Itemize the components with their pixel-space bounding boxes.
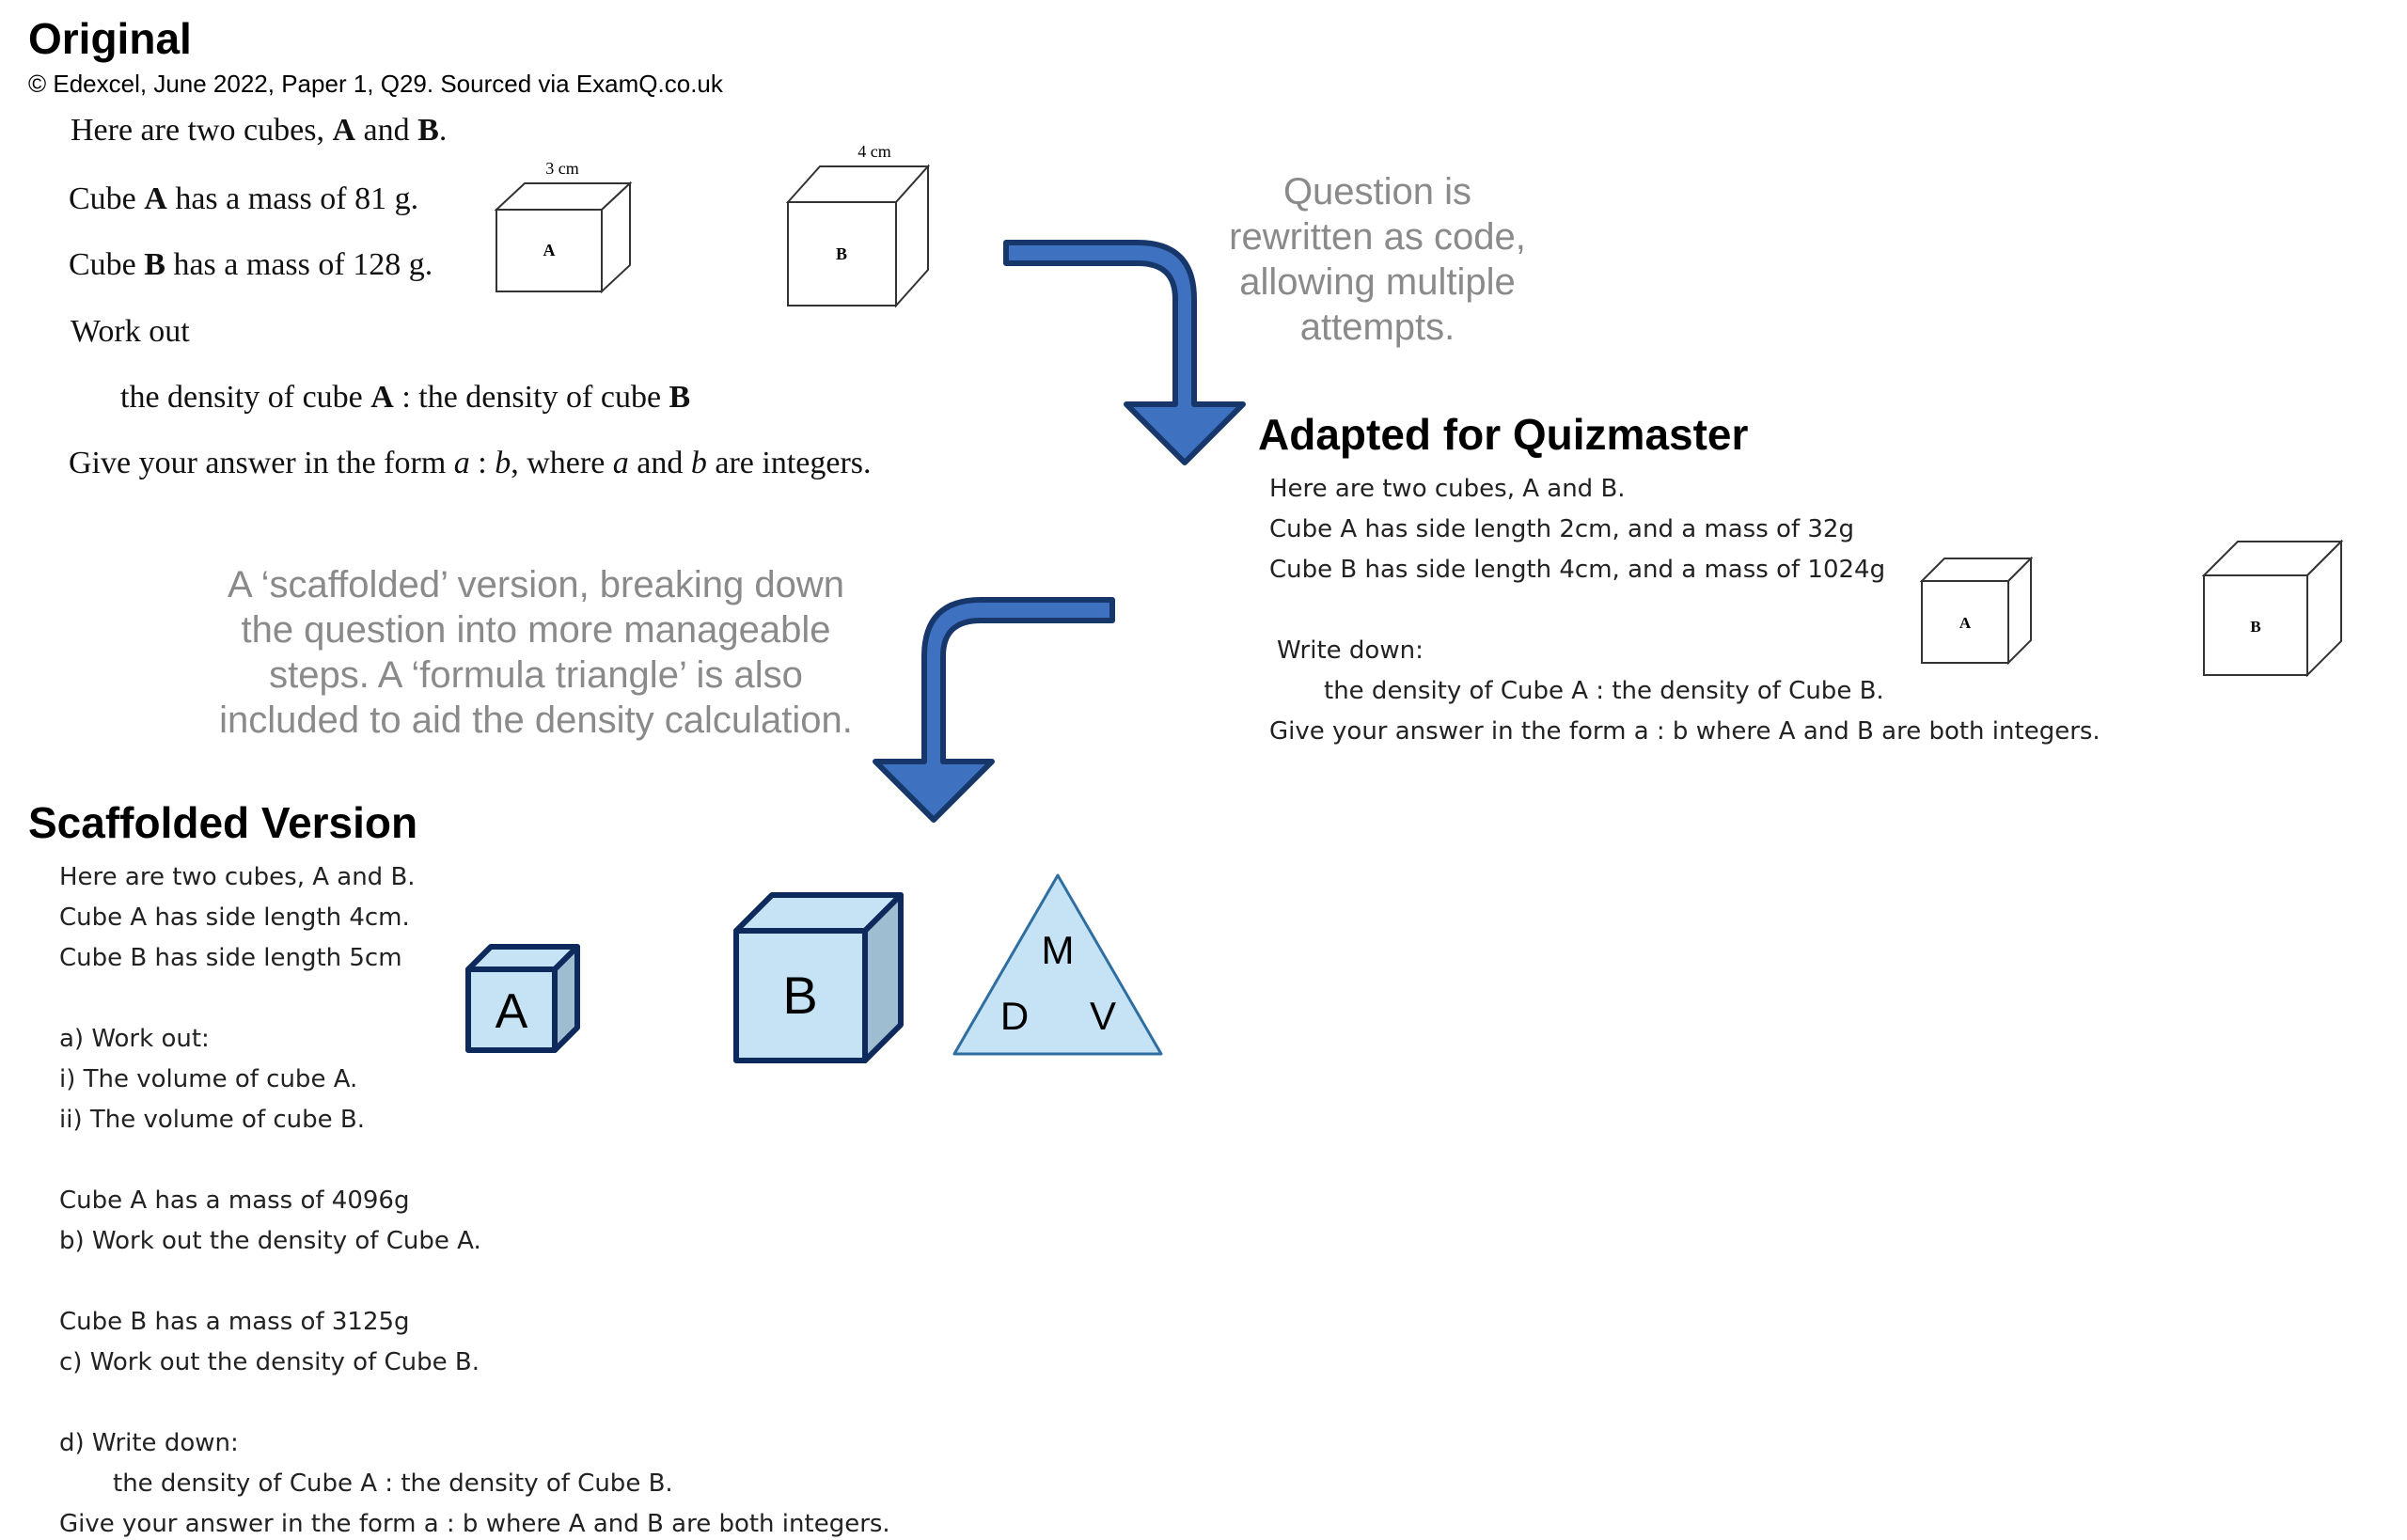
scaffolded-line: c) Work out the density of Cube B.: [59, 1348, 480, 1376]
arrow-to-quizmaster: [1003, 240, 1246, 465]
text: :: [469, 446, 496, 480]
scaffold-note: A ‘scaffolded’ version, breaking down th…: [188, 562, 884, 743]
note-line: the question into more manageable: [241, 609, 831, 651]
text: : the density of cube: [393, 380, 669, 415]
note-line: A ‘scaffolded’ version, breaking down: [228, 564, 844, 605]
text: b: [495, 446, 511, 480]
scaffolded-line: Cube A has a mass of 4096g: [59, 1186, 410, 1215]
original-ratio-line: the density of cube A : the density of c…: [120, 380, 690, 416]
triangle-mass-label: M: [1042, 928, 1075, 972]
scaffolded-line: b) Work out the density of Cube A.: [59, 1227, 481, 1255]
note-line: attempts.: [1299, 306, 1455, 348]
quizmaster-line: Write down:: [1277, 636, 1424, 665]
scaffolded-line: Here are two cubes, A and B.: [59, 863, 416, 891]
scaffolded-title: Scaffolded Version: [28, 798, 418, 847]
text: Cube: [69, 181, 145, 216]
side-label: 3 cm: [545, 159, 579, 178]
text: are integers.: [706, 446, 872, 480]
scaffolded-line: a) Work out:: [59, 1025, 210, 1053]
quizmaster-line: the density of Cube A : the density of C…: [1324, 677, 1884, 705]
text: a: [612, 446, 629, 480]
text: A: [144, 181, 167, 216]
scaffolded-line: Cube B has a mass of 3125g: [59, 1308, 410, 1336]
note-line: rewritten as code,: [1229, 216, 1526, 258]
text: the density of cube: [120, 380, 371, 415]
cube-label: A: [543, 241, 556, 259]
note-line: steps. A ‘formula triangle’ is also: [269, 654, 803, 696]
note-line: allowing multiple: [1239, 261, 1516, 303]
note-line: included to aid the density calculation.: [219, 699, 853, 741]
text: has a mass of 81 g.: [166, 181, 419, 216]
cube-label: B: [782, 966, 817, 1025]
scaffolded-cube-a: A: [465, 944, 580, 1053]
cube-label: B: [2250, 618, 2260, 636]
text: B: [669, 380, 691, 415]
original-cube-b: B 4 cm: [785, 142, 931, 308]
text: A: [332, 113, 356, 148]
cube-label: A: [496, 984, 528, 1039]
original-mass-b-line: Cube B has a mass of 128 g.: [69, 247, 433, 283]
scaffolded-line: d) Write down:: [59, 1429, 239, 1457]
text: has a mass of 128 g.: [165, 247, 433, 282]
quizmaster-line: Here are two cubes, A and B.: [1269, 475, 1626, 503]
original-cube-a: A 3 cm: [494, 159, 633, 294]
triangle-density-label: D: [1000, 994, 1029, 1038]
source-credit: © Edexcel, June 2022, Paper 1, Q29. Sour…: [28, 70, 723, 98]
scaffolded-cube-b: B: [733, 892, 904, 1063]
text: .: [438, 113, 448, 148]
cube-label: B: [836, 244, 847, 263]
cube-label: A: [1959, 614, 1972, 632]
text: B: [417, 113, 439, 148]
quizmaster-title: Adapted for Quizmaster: [1258, 410, 1749, 459]
text: b: [690, 446, 707, 480]
side-label: 4 cm: [857, 142, 891, 161]
text: B: [144, 247, 165, 282]
scaffolded-line: Cube A has side length 4cm.: [59, 904, 410, 932]
triangle-volume-label: V: [1090, 994, 1116, 1038]
text: Here are two cubes,: [71, 113, 333, 148]
original-title: Original: [28, 14, 192, 63]
scaffolded-line: i) The volume of cube A.: [59, 1065, 358, 1093]
note-line: Question is: [1282, 171, 1472, 212]
original-work-out: Work out: [71, 314, 190, 349]
text: and: [355, 113, 418, 148]
text: A: [370, 380, 394, 415]
quizmaster-cube-a: A: [1919, 556, 2034, 666]
quizmaster-line: Give your answer in the form a : b where…: [1269, 717, 2100, 746]
original-answer-form: Give your answer in the form a : b, wher…: [69, 446, 872, 481]
formula-triangle: M D V: [952, 873, 1163, 1056]
text: and: [628, 446, 691, 480]
text: , where: [511, 446, 613, 480]
quizmaster-line: Cube B has side length 4cm, and a mass o…: [1269, 556, 1886, 584]
scaffolded-line: Cube B has side length 5cm: [59, 944, 402, 972]
scaffolded-line: Give your answer in the form a : b where…: [59, 1510, 890, 1538]
rewrite-note: Question is rewritten as code, allowing …: [1152, 169, 1603, 350]
quizmaster-line: Cube A has side length 2cm, and a mass o…: [1269, 515, 1854, 543]
scaffolded-line: ii) The volume of cube B.: [59, 1106, 366, 1134]
original-intro-line: Here are two cubes, A and B.: [71, 113, 447, 149]
text: Cube: [69, 247, 145, 282]
original-mass-a-line: Cube A has a mass of 81 g.: [69, 181, 418, 217]
arrow-to-scaffolded: [873, 597, 1115, 823]
text: Give your answer in the form: [69, 446, 454, 480]
scaffolded-line: the density of Cube A : the density of C…: [113, 1469, 673, 1498]
quizmaster-cube-b: B: [2201, 539, 2344, 678]
text: a: [453, 446, 470, 480]
